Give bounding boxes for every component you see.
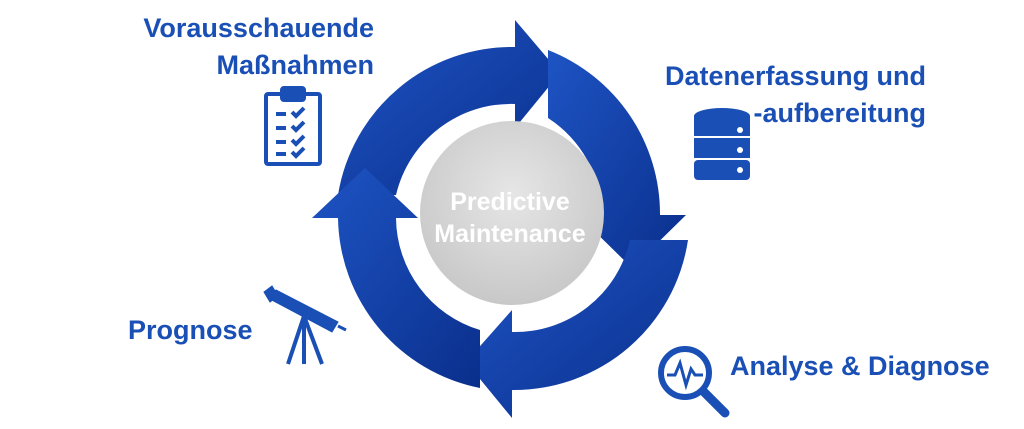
stage-label-line: Maßnahmen [216, 50, 374, 80]
stage-label-preventive-measures: Vorausschauende Maßnahmen [143, 10, 374, 84]
cycle-arrow-top-left [338, 20, 560, 195]
cycle-arrow-bottom-left [312, 168, 480, 388]
database-icon [694, 108, 750, 180]
magnifier-pulse-icon [658, 346, 730, 418]
stage-label-line: Vorausschauende [143, 13, 374, 43]
center-circle [420, 121, 604, 305]
center-title: Predictive Maintenance [410, 186, 610, 250]
telescope-icon [263, 285, 347, 365]
cycle-arrow-top-right [548, 50, 686, 268]
stage-label-prognosis: Prognose [128, 315, 253, 345]
stage-label-line: Datenerfassung und [665, 61, 927, 91]
clipboard-checklist-icon [264, 86, 322, 166]
stage-label-analysis: Analyse & Diagnose [730, 351, 990, 381]
stage-label-line: -aufbereitung [753, 98, 927, 128]
center-title-line-2: Maintenance [434, 220, 586, 248]
center-title-line-1: Predictive [450, 188, 570, 216]
cycle-arrow-bottom-right [466, 240, 688, 418]
stage-label-data-collection: Datenerfassung und -aufbereitung [665, 58, 926, 132]
